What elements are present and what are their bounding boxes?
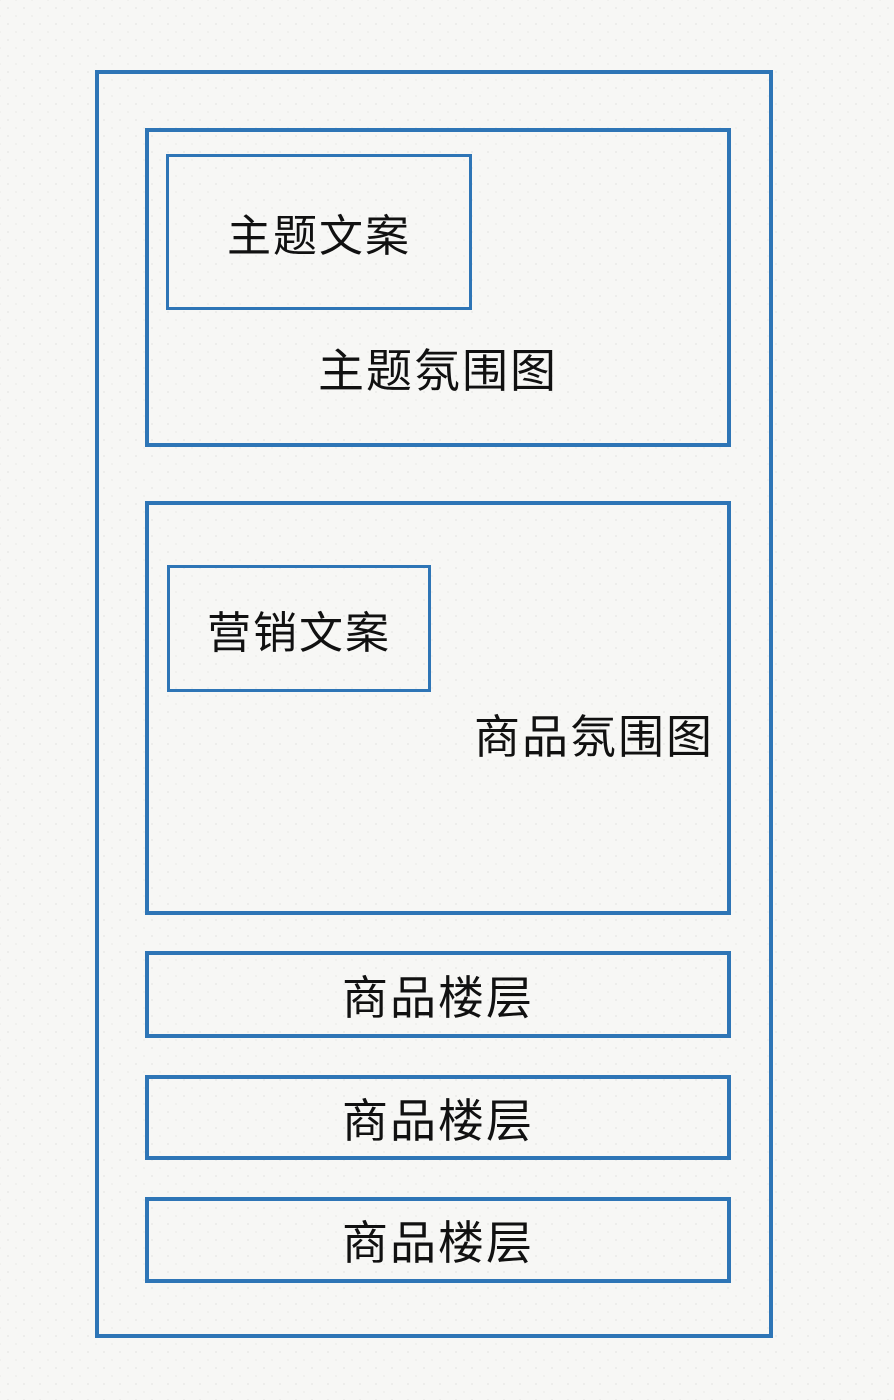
- theme-atmosphere-section: 主题文案 主题氛围图: [145, 128, 731, 447]
- product-atmosphere-section: 营销文案 商品氛围图: [145, 501, 731, 915]
- product-atmosphere-label: 商品氛围图: [474, 711, 714, 763]
- theme-atmosphere-label: 主题氛围图: [318, 345, 558, 397]
- product-floor-label: 商品楼层: [342, 1094, 534, 1147]
- product-floor-row-3: 商品楼层: [145, 1197, 731, 1283]
- theme-copy-box: 主题文案: [166, 154, 472, 310]
- product-floor-row-1: 商品楼层: [145, 951, 731, 1038]
- product-floor-row-2: 商品楼层: [145, 1075, 731, 1160]
- marketing-copy-label: 营销文案: [207, 608, 391, 658]
- marketing-copy-box: 营销文案: [167, 565, 431, 692]
- product-floor-label: 商品楼层: [342, 971, 534, 1024]
- page-outline-box: 主题文案 主题氛围图 营销文案 商品氛围图 商品楼层 商品楼层 商品楼层: [95, 70, 773, 1338]
- product-floor-label: 商品楼层: [342, 1217, 534, 1269]
- theme-copy-label: 主题文案: [227, 212, 411, 261]
